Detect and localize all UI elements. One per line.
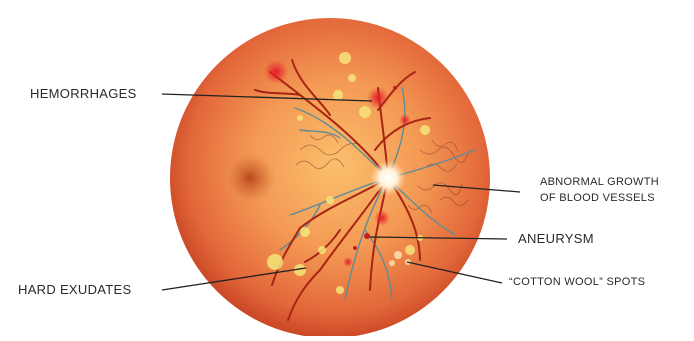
label-hemorrhages: HEMORRHAGES xyxy=(30,86,137,102)
optic-disc xyxy=(370,160,406,196)
label-hard-exudates: HARD EXUDATES xyxy=(18,282,131,298)
label-aneurysm: ANEURYSM xyxy=(518,231,594,247)
label-abnormal-growth-line2: OF BLOOD VESSELS xyxy=(540,192,659,206)
label-cotton-wool: “COTTON WOOL” SPOTS xyxy=(509,276,645,290)
retina-fundus xyxy=(170,18,490,336)
macula xyxy=(222,150,278,206)
label-abnormal-growth-line1: ABNORMAL GROWTH xyxy=(540,176,659,190)
label-abnormal-growth: ABNORMAL GROWTH OF BLOOD VESSELS xyxy=(540,176,659,206)
